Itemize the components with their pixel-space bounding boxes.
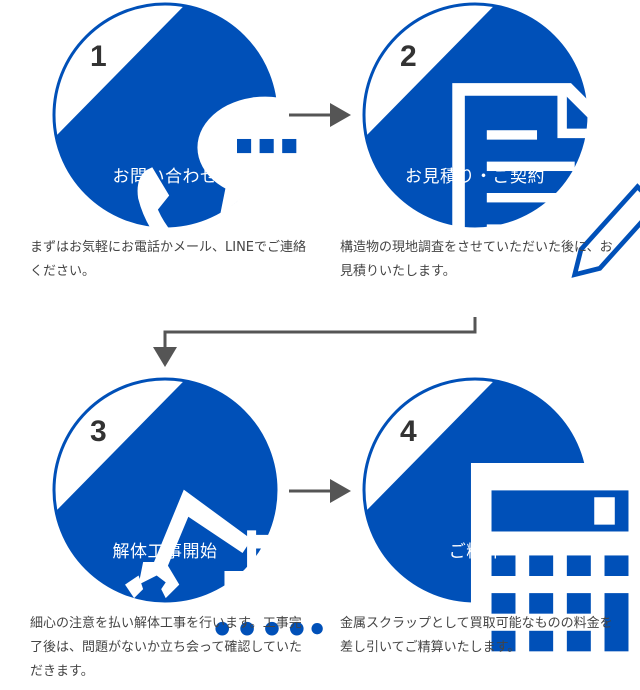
step-title: ご精算 [448,542,502,562]
step-2-circle: 2 お見積り・ご契約 [362,2,640,294]
step-2-description: 構造物の現地調査をさせていただいた後に、お見積りいたします。 [340,240,613,279]
step-4-circle: 4 ご精算 [362,377,640,689]
step-title: お見積り・ご契約 [405,167,545,187]
arrow-right-icon [289,479,351,503]
step-1-description: まずはお気軽にお電話かメール、LINEでご連絡ください。 [30,240,307,279]
step-4-description: 金属スクラップとして買取可能なものの料金を差し引いてご精算いたします。 [340,616,613,655]
phone-chat-icon [124,74,350,300]
document-pen-icon [446,80,640,306]
step-number: 4 [400,415,417,448]
step-1-circle: 1 お問い合わせ [52,2,334,276]
step-number: 1 [90,40,107,73]
arrow-down-connector-icon [153,317,477,367]
step-title: 解体工事開始 [112,542,218,562]
step-3-circle: 3 解体工事開始 [52,377,329,642]
step-number: 3 [90,415,107,448]
excavator-icon [116,449,342,675]
step-3-description: 細心の注意を払い解体工事を行います。工事完了後は、問題がないか立ち会って確認して… [30,616,302,679]
step-title: お問い合わせ [112,167,218,187]
step-number: 2 [400,40,417,73]
arrow-right-icon [289,103,351,127]
calculator-icon [447,463,640,689]
